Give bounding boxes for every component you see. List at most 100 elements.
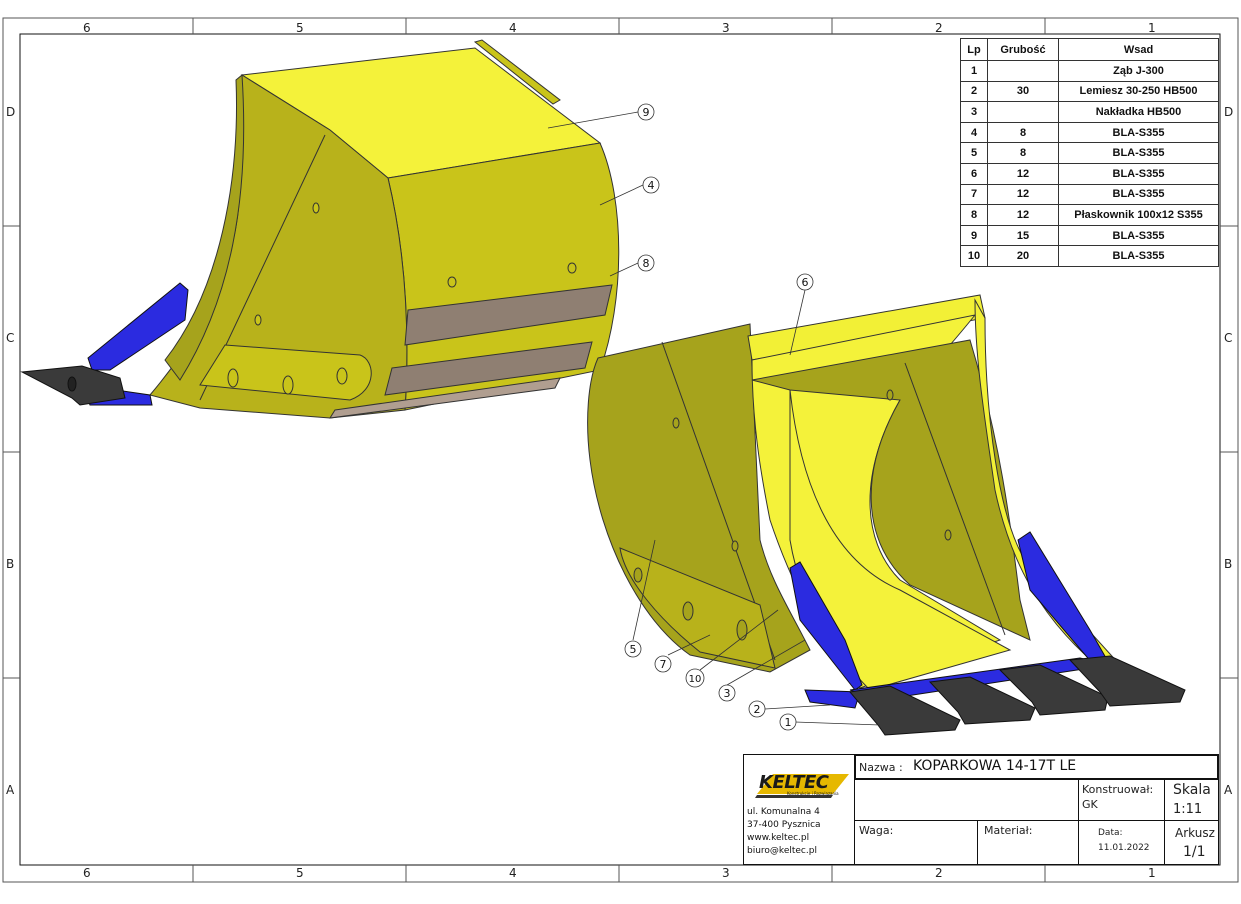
- website: www.keltec.pl: [747, 833, 810, 843]
- parts-table-header: Lp Grubość Wsad: [960, 38, 1219, 61]
- zone-row-d-right: D: [1224, 105, 1234, 119]
- side-cutter-left: [789, 561, 863, 691]
- callout-9: 9: [643, 106, 650, 119]
- table-row: 3 Nakładka HB500: [960, 101, 1219, 123]
- top-edge-strip: [473, 39, 561, 105]
- row-lp: 4: [960, 121, 988, 144]
- row-wsad: BLA-S355: [1058, 183, 1219, 206]
- side-strip: [199, 344, 372, 401]
- callout-3: 3: [724, 687, 731, 700]
- sheet-label: Arkusz: [1175, 826, 1215, 840]
- zone-col-6-bottom: 6: [83, 866, 91, 880]
- row-wsad: Nakładka HB500: [1058, 101, 1219, 123]
- callout-6: 6: [802, 276, 809, 289]
- email: biuro@keltec.pl: [747, 846, 817, 856]
- row-lp: 2: [960, 80, 988, 103]
- callout-4-bubble: [642, 176, 660, 194]
- row-lp: 7: [960, 183, 988, 206]
- blank-cell: [854, 779, 1079, 821]
- logo-tagline: Konstrukcje i Rozwiązania: [787, 791, 839, 796]
- row-grubosc: [987, 101, 1059, 123]
- designer-label: Konstruował:: [1082, 783, 1154, 796]
- zone-col-4: 4: [509, 21, 517, 35]
- logo-text: KELTEC: [759, 772, 829, 793]
- wear-strip-lower: [384, 341, 593, 396]
- row-wsad: BLA-S355: [1058, 245, 1219, 267]
- row-wsad: Płaskownik 100x12 S355: [1058, 204, 1219, 226]
- row-lp: 6: [960, 162, 988, 185]
- wear-strip-upper: [404, 284, 613, 346]
- drawing-name: KOPARKOWA 14-17T LE: [913, 758, 1077, 774]
- row-wsad: BLA-S355: [1058, 224, 1219, 247]
- material-label: Materiał:: [984, 824, 1033, 837]
- zone-col-4-bottom: 4: [509, 866, 517, 880]
- zone-row-b-right: B: [1224, 557, 1233, 571]
- zone-row-a: A: [6, 783, 15, 797]
- side-plate-front-edge: [164, 73, 245, 381]
- title-block: KELTEC Konstrukcje i Rozwiązania ul. Kom…: [743, 754, 1219, 865]
- callout-5-bubble: [624, 640, 642, 658]
- zone-col-3-bottom: 3: [722, 866, 730, 880]
- zone-row-c: C: [6, 331, 15, 345]
- row-wsad: Ząb J-300: [1058, 60, 1219, 82]
- scale-label: Skala: [1173, 782, 1211, 798]
- row-grubosc: 8: [987, 142, 1059, 164]
- row-grubosc: 8: [987, 121, 1059, 144]
- row-lp: 10: [960, 245, 988, 267]
- zone-row-c-right: C: [1224, 331, 1233, 345]
- header-grubosc: Grubość: [987, 38, 1059, 61]
- zone-col-1: 1: [1148, 21, 1156, 35]
- zone-col-2: 2: [935, 21, 943, 35]
- callout-2-bubble: [748, 700, 766, 718]
- edge-adapter: [804, 689, 861, 709]
- date-value: 11.01.2022: [1098, 843, 1150, 853]
- zone-row-d: D: [6, 105, 16, 119]
- side-strip-front: [619, 547, 776, 669]
- callout-2: 2: [754, 703, 761, 716]
- header-lp: Lp: [960, 38, 988, 61]
- row-grubosc: 12: [987, 162, 1059, 185]
- row-lp: 8: [960, 204, 988, 226]
- zone-col-3: 3: [722, 21, 730, 35]
- callout-3-bubble: [718, 684, 736, 702]
- callout-8: 8: [643, 257, 650, 270]
- header-wsad: Wsad: [1058, 38, 1219, 61]
- name-label: Nazwa :: [859, 761, 903, 774]
- row-wsad: Lemiesz 30-250 HB500: [1058, 80, 1219, 103]
- row-grubosc: 12: [987, 183, 1059, 206]
- row-grubosc: 12: [987, 204, 1059, 226]
- weight-label: Waga:: [859, 824, 894, 837]
- row-grubosc: [987, 60, 1059, 82]
- row-lp: 3: [960, 101, 988, 123]
- row-wsad: BLA-S355: [1058, 121, 1219, 144]
- callout-10-bubble: [685, 668, 705, 688]
- zone-col-5-bottom: 5: [296, 866, 304, 880]
- row-grubosc: 30: [987, 80, 1059, 103]
- callout-1-bubble: [779, 713, 797, 731]
- zone-col-6: 6: [83, 21, 91, 35]
- address-street: ul. Komunalna 4: [747, 807, 820, 817]
- zone-col-2-bottom: 2: [935, 866, 943, 880]
- callout-1: 1: [785, 716, 792, 729]
- row-wsad: BLA-S355: [1058, 162, 1219, 185]
- row-lp: 9: [960, 224, 988, 247]
- callout-8-bubble: [637, 254, 655, 272]
- callout-4: 4: [648, 179, 655, 192]
- sheet-cell: [1164, 820, 1219, 865]
- zone-row-a-right: A: [1224, 783, 1233, 797]
- company-logo: KELTEC Konstrukcje i Rozwiązania: [753, 770, 853, 802]
